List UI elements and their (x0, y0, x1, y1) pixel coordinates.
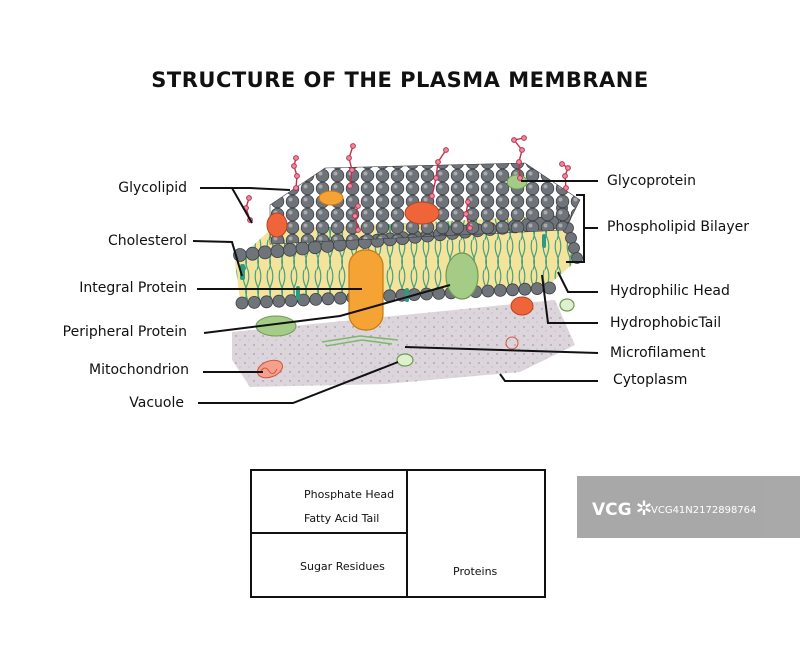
phospholipid-head (568, 242, 580, 254)
label-glycoprotein: Glycoprotein (607, 173, 697, 189)
phospholipid-head (518, 282, 532, 296)
diagram-title: STRUCTURE OF THE PLASMA MEMBRANE (151, 68, 649, 92)
vacuole-shape (396, 353, 414, 367)
watermark-id: VCG41N2172898764 (651, 505, 757, 516)
label-hydrophilic-head: Hydrophilic Head (610, 283, 730, 299)
label-mitochondrion: Mitochondrion (88, 362, 189, 378)
sugar-residue (347, 183, 353, 189)
phospholipid-head (235, 296, 249, 310)
channel-protein-green (445, 252, 479, 300)
sugar-residue (293, 185, 299, 191)
legend-fatty-acid-tail: Fatty Acid Tail (304, 512, 380, 525)
sugar-residue (355, 227, 361, 233)
sugar-residue (465, 199, 471, 205)
phospholipid-head (258, 245, 272, 260)
phospholipid-head (530, 282, 544, 296)
watermark: VCG✲ VCG41N2172898764 (577, 476, 800, 538)
sugar-residue (346, 155, 352, 161)
phospholipid-head (543, 281, 556, 295)
label-phospholipid-bilayer: Phospholipid Bilayer (607, 219, 750, 235)
cytoplasm-region (232, 300, 575, 387)
sugar-chain (431, 149, 447, 197)
vacuole-shape (559, 298, 575, 312)
sugar-residue (511, 137, 517, 143)
legend-phosphate-head: Phosphate Head (304, 488, 395, 501)
sugar-chain (348, 145, 354, 187)
legend-sugar-residues: Sugar Residues (300, 560, 385, 573)
phospholipid-head (571, 252, 583, 264)
sugar-residue (516, 159, 522, 165)
legend-divider-horizontal (252, 532, 406, 534)
phospholipid-head (295, 241, 310, 256)
sugar-residue (517, 175, 523, 181)
sugar-residue (349, 167, 355, 173)
sugar-residue (562, 173, 568, 179)
sugar-residue (293, 155, 299, 161)
sugar-residue (291, 163, 297, 169)
phospholipid-head (284, 294, 298, 308)
organelles (256, 298, 575, 379)
label-vacuole: Vacuole (129, 395, 184, 411)
sugar-residue (433, 175, 439, 181)
microfilament-shape (321, 335, 399, 347)
sugar-residue (355, 203, 361, 209)
cholesterol-shape (542, 234, 546, 248)
leader-lines (192, 180, 599, 404)
phospholipid-head (245, 246, 260, 261)
mitochondrion-shape (256, 359, 284, 379)
phospholipid-head (506, 283, 519, 297)
phospholipid-head (270, 244, 285, 259)
bottom-protein-red (510, 296, 534, 316)
surface-protein-red (404, 201, 440, 225)
sugar-residue (467, 225, 473, 231)
phospholipid-head (309, 292, 323, 306)
sugar-residue (565, 165, 571, 171)
sugar-chain (293, 157, 298, 189)
sugar-residue (519, 147, 525, 153)
sugar-residue (521, 135, 527, 141)
label-peripheral-protein: Peripheral Protein (62, 324, 187, 340)
label-cholesterol: Cholesterol (107, 233, 187, 249)
legend-box: Phosphate Head Fatty Acid Tail Sugar Res… (250, 469, 546, 598)
watermark-logo: VCG✲ (592, 496, 653, 520)
vesicle-shape (505, 336, 519, 350)
sugar-residue (463, 211, 469, 217)
surface-protein-orange (318, 190, 344, 206)
cholesterol-shape (405, 288, 409, 302)
sugar-residue (294, 173, 300, 179)
sugar-residue (246, 195, 252, 201)
phospholipid-head (565, 232, 577, 244)
phospholipid-head (493, 283, 507, 297)
phospholipid-head (308, 240, 322, 255)
legend-divider-vertical (406, 471, 408, 596)
surface-protein-red (266, 212, 288, 238)
sugar-residue (443, 147, 449, 153)
label-cytoplasm: Cytoplasm (613, 372, 688, 388)
phospholipid-head (260, 295, 274, 309)
phospholipid-head (247, 295, 261, 309)
sugar-residue (352, 213, 358, 219)
sugar-residue (435, 159, 441, 165)
phospholipid-head (321, 292, 335, 306)
label-hydrophobic-tail: HydrophobicTail (610, 315, 722, 331)
sugar-residue (429, 193, 435, 199)
label-integral-protein: Integral Protein (79, 280, 187, 296)
phospholipid-head (272, 294, 286, 308)
sugar-residue (350, 143, 356, 149)
legend-proteins: Proteins (453, 565, 498, 578)
phospholipid-head (283, 242, 297, 257)
label-microfilament: Microfilament (610, 345, 706, 361)
proteins (240, 174, 546, 337)
phospholipid-head (333, 291, 347, 305)
phospholipid-head (481, 284, 495, 298)
sugar-residue (559, 161, 565, 167)
label-glycolipid: Glycolipid (118, 180, 187, 196)
sugar-residue (563, 185, 569, 191)
sugar-chains (243, 135, 571, 233)
